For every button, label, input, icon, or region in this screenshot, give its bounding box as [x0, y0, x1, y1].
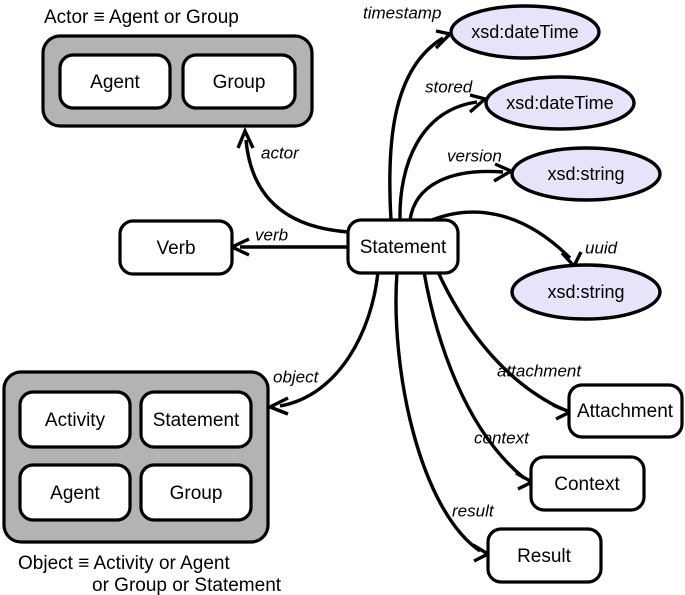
edge-attachment-path	[436, 271, 563, 411]
version-type-label: xsd:string	[547, 164, 624, 184]
stored-type-label: xsd:dateTime	[506, 93, 613, 113]
activity-label: Activity	[45, 410, 106, 431]
object-member-group[interactable]: Group	[139, 463, 253, 522]
edge-label-uuid: uuid	[585, 238, 618, 257]
object-group[interactable]: Activity Statement Agent Group	[2, 370, 270, 544]
object-member-statement[interactable]: Statement	[139, 390, 253, 449]
version-type-ellipse	[510, 146, 662, 202]
statement-label: Statement	[360, 237, 447, 258]
version-type-node[interactable]: xsd:string	[510, 146, 662, 202]
stored-type-node[interactable]: xsd:dateTime	[484, 75, 636, 131]
verb-box	[118, 219, 234, 276]
edge-result-path	[394, 271, 481, 553]
edge-label-verb: verb	[255, 225, 288, 244]
edge-label-attachment: attachment	[497, 361, 582, 380]
context-label: Context	[554, 474, 620, 495]
object-statement-label: Statement	[153, 410, 240, 431]
object-member-activity[interactable]: Activity	[18, 390, 132, 449]
result-node[interactable]: Result	[486, 527, 603, 584]
statement-box	[346, 218, 460, 275]
edge-object-arrowhead	[265, 396, 289, 416]
edge-version-path	[408, 169, 504, 221]
verb-label: Verb	[156, 238, 195, 259]
edge-stored-path	[398, 100, 478, 221]
context-box	[529, 455, 646, 512]
attachment-node[interactable]: Attachment	[567, 383, 684, 439]
object-group-member-box	[139, 463, 253, 522]
object-caption-line2: or Group or Statement	[92, 575, 282, 595]
stored-type-ellipse	[484, 75, 636, 131]
agent-box	[58, 53, 172, 110]
context-node[interactable]: Context	[529, 455, 646, 512]
object-member-agent[interactable]: Agent	[18, 463, 132, 522]
edge-label-object: object	[273, 367, 320, 386]
agent-label: Agent	[90, 72, 140, 93]
timestamp-type-label: xsd:dateTime	[471, 22, 578, 42]
edge-label-actor: actor	[261, 143, 300, 162]
object-caption-line1: Object ≡ Activity or Agent	[18, 553, 230, 574]
timestamp-type-node[interactable]: xsd:dateTime	[449, 4, 601, 60]
uuid-type-node[interactable]: xsd:string	[510, 263, 662, 321]
actor-member-agent[interactable]: Agent	[58, 53, 172, 110]
attachment-label: Attachment	[577, 401, 674, 422]
statement-node[interactable]: Statement	[346, 218, 460, 275]
edge-context-path	[422, 271, 526, 480]
object-statement-box	[139, 390, 253, 449]
edge-label-timestamp: timestamp	[363, 3, 441, 22]
actor-group[interactable]: Agent Group	[41, 34, 314, 128]
edge-result-arrowhead	[472, 543, 492, 563]
edge-object-path	[279, 271, 380, 408]
edge-actor	[236, 126, 349, 234]
edge-actor-arrowhead	[236, 126, 255, 149]
edge-label-version: version	[447, 146, 502, 165]
edge-uuid-path	[431, 210, 572, 260]
object-agent-label: Agent	[50, 483, 100, 504]
verb-node[interactable]: Verb	[118, 219, 234, 276]
result-label: Result	[517, 546, 572, 567]
edge-timestamp-path	[388, 36, 444, 221]
result-box	[486, 527, 603, 584]
attachment-box	[567, 383, 684, 439]
edge-label-context: context	[474, 428, 530, 447]
object-group-member-label: Group	[170, 483, 223, 504]
edge-verb	[228, 237, 348, 257]
edge-timestamp	[388, 29, 454, 221]
uuid-type-ellipse	[510, 263, 662, 321]
uuid-type-label: xsd:string	[547, 282, 624, 302]
object-agent-box	[18, 463, 132, 522]
actor-member-group[interactable]: Group	[181, 53, 297, 110]
actor-caption: Actor ≡ Agent or Group	[44, 7, 239, 28]
edge-actor-path	[244, 139, 349, 234]
edge-label-result: result	[452, 501, 495, 520]
group-label: Group	[213, 72, 266, 93]
edge-object	[265, 271, 380, 416]
timestamp-type-ellipse	[449, 4, 601, 60]
edge-label-stored: stored	[425, 77, 473, 96]
activity-box	[18, 390, 132, 449]
group-box	[181, 53, 297, 110]
